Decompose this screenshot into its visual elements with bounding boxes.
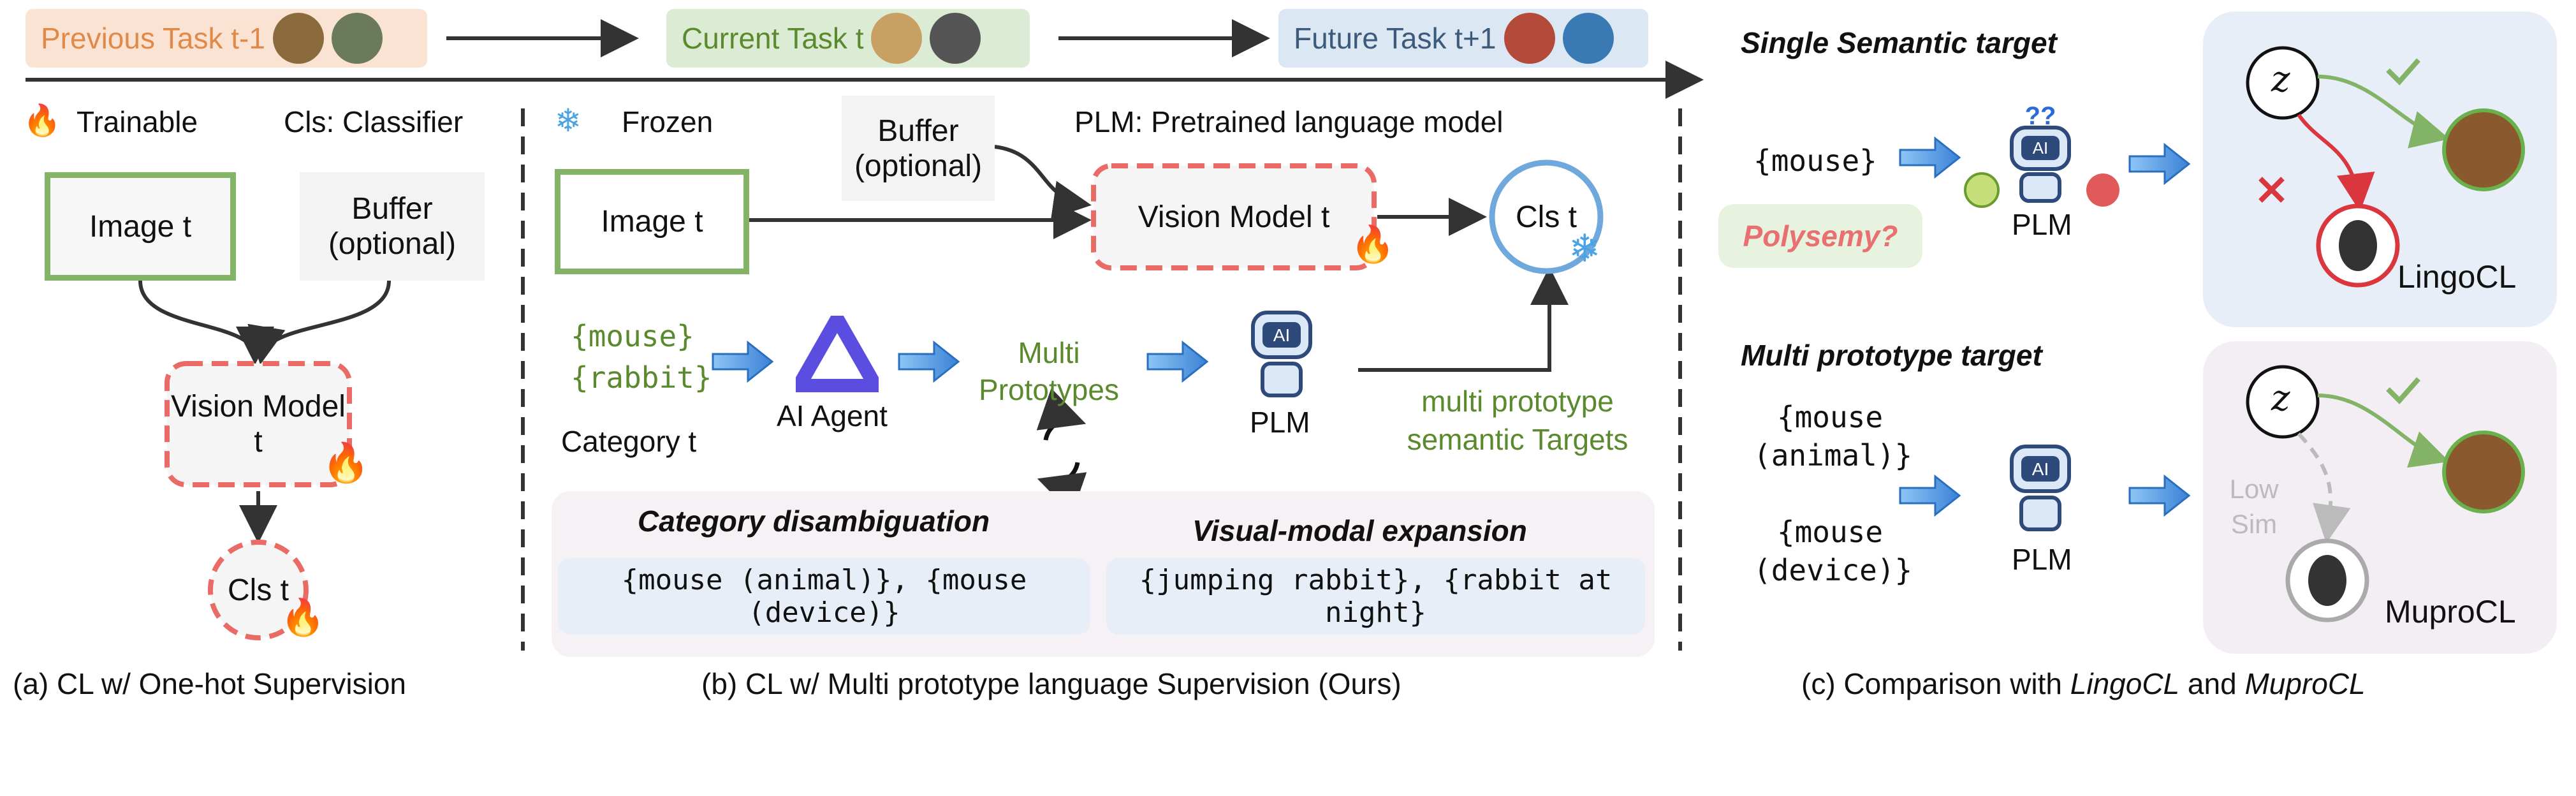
lingo-red-edge xyxy=(2297,114,2375,212)
b-vision-box-border xyxy=(1091,163,1377,270)
legend-trainable: Trainable xyxy=(77,105,198,138)
legend-cls: Cls: Classifier xyxy=(284,105,464,138)
c-caption: (c) Comparison with LingoCL and MuproCL xyxy=(1801,667,2366,701)
future-task-label: Future Task t+1 xyxy=(1294,22,1497,55)
svg-text:AI: AI xyxy=(2032,459,2049,479)
current-task-label: Current Task t xyxy=(682,22,864,55)
a-cls-border xyxy=(208,540,309,640)
b-disamb-title: Category disambiguation xyxy=(638,505,990,538)
b-cls-label: Cls t xyxy=(1516,200,1577,234)
b-rabbit-label: {rabbit} xyxy=(571,360,712,395)
a-vision-box-border xyxy=(165,361,352,487)
b-category-label: Category t xyxy=(561,425,697,458)
bird-thumb-icon xyxy=(1562,13,1614,64)
b-multi-label: Multi Prototypes xyxy=(979,336,1119,406)
c-caption-lingo: LingoCL xyxy=(2070,667,2180,700)
current-task-pill: Current Task t xyxy=(666,9,1030,68)
svg-text:AI: AI xyxy=(1273,325,1290,345)
c-plm-label: PLM xyxy=(2012,208,2072,241)
svg-text:AI: AI xyxy=(2033,138,2049,158)
c-mouse-device-label: {mouse (device)} xyxy=(1753,515,1913,587)
c-mupro-z-label: z xyxy=(2271,378,2290,419)
cross-icon xyxy=(2258,177,2285,203)
lingo-animal-node xyxy=(2442,108,2525,191)
legend-plm: PLM: Pretrained language model xyxy=(1074,105,1504,138)
refresh-icon-bottom xyxy=(1037,462,1087,515)
b-buffer-to-vision xyxy=(994,145,1092,219)
b-cls-border xyxy=(1489,159,1604,274)
lingo-z-node xyxy=(2246,46,2320,120)
c-caption-and: and xyxy=(2179,667,2245,700)
a-vision-box: Vision Model t xyxy=(171,390,346,459)
robot-plm-icon-single: ?? AI xyxy=(2002,102,2079,204)
b-expand-text: {jumping rabbit}, {rabbit at night} xyxy=(1106,558,1645,635)
a-image-to-vision xyxy=(138,280,274,365)
c-mouse-animal-label: {mouse (animal)} xyxy=(1753,400,1913,473)
a-buffer-to-vision xyxy=(247,280,391,365)
b-vision-fire-icon: 🔥 xyxy=(1350,224,1395,264)
check-icon-2 xyxy=(2386,377,2420,404)
lion-thumb-icon xyxy=(272,13,324,64)
mupro-grey-edge xyxy=(2297,432,2351,543)
b-agent-label: AI Agent xyxy=(777,399,888,432)
mouse-device-icon-2 xyxy=(2308,555,2346,606)
prev-task-pill: Previous Task t-1 xyxy=(26,9,427,68)
c-lingocl-label: LingoCL xyxy=(2397,259,2517,295)
mupro-animal-node xyxy=(2442,431,2525,513)
animal-thumb-icon xyxy=(331,13,383,64)
lingo-green-edge xyxy=(2317,75,2450,149)
scene-thumb-icon xyxy=(1504,13,1555,64)
check-badge-icon xyxy=(1964,172,2000,208)
check-icon xyxy=(2386,58,2420,85)
c-caption-prefix: (c) Comparison with xyxy=(1801,667,2070,700)
b-buffer-box: Buffer (optional) xyxy=(842,96,995,201)
cross-badge-icon xyxy=(2086,173,2119,207)
b-expand-title: Visual-modal expansion xyxy=(1192,514,1527,547)
robot-plm-icon: AI xyxy=(1243,306,1320,402)
c-caption-mupro: MuproCL xyxy=(2244,667,2366,700)
future-task-pill: Future Task t+1 xyxy=(1278,9,1648,68)
c-mouse-label: {mouse} xyxy=(1753,144,1877,178)
c-low-sim-label: Low Sim xyxy=(2229,474,2279,539)
fire-icon: 🔥 xyxy=(23,104,61,138)
b-plm-to-cls xyxy=(1358,267,1569,372)
b-cls-snowflake-icon: ❄ xyxy=(1569,227,1601,270)
snowflake-icon: ❄ xyxy=(555,103,582,138)
c-polysemy-badge: Polysemy? xyxy=(1718,204,1922,268)
a-caption: (a) CL w/ One-hot Supervision xyxy=(13,667,407,700)
c-multi-title: Multi prototype target xyxy=(1741,339,2042,372)
ai-agent-icon xyxy=(787,304,888,393)
mupro-z-node xyxy=(2246,365,2320,439)
a-buffer-box: Buffer (optional) xyxy=(300,172,485,281)
blue-arrows xyxy=(712,136,2191,517)
legend-frozen: Frozen xyxy=(622,105,714,138)
svg-text:??: ?? xyxy=(2025,105,2056,130)
robot-plm-icon-multi: AI xyxy=(2002,440,2079,536)
mupro-green-edge xyxy=(2317,394,2450,468)
c-lingo-z-label: z xyxy=(2271,59,2290,100)
c-plm2-label: PLM xyxy=(2012,543,2072,576)
a-cls-label: Cls t xyxy=(228,573,289,607)
refresh-icon-top xyxy=(1036,388,1087,441)
b-image-box: Image t xyxy=(555,169,749,274)
b-targets-label: multi prototype semantic Targets xyxy=(1407,385,1628,456)
a-image-box: Image t xyxy=(45,172,236,281)
b-plm-label: PLM xyxy=(1250,406,1310,439)
dog-thumb-icon xyxy=(871,13,923,64)
b-caption: (b) CL w/ Multi prototype language Super… xyxy=(701,667,1401,700)
b-vision-box: Vision Model t xyxy=(1138,200,1330,234)
a-cls-fire-icon: 🔥 xyxy=(281,597,325,637)
mouse-device-icon xyxy=(2339,220,2377,271)
c-muprocl-label: MuproCL xyxy=(2385,594,2516,630)
c-single-title: Single Semantic target xyxy=(1741,26,2057,59)
a-vision-fire-icon: 🔥 xyxy=(322,441,370,484)
wolf-thumb-icon xyxy=(930,13,981,64)
b-disamb-text: {mouse (animal)}, {mouse (device)} xyxy=(558,558,1090,635)
b-mouse-label: {mouse} xyxy=(571,319,694,353)
prev-task-label: Previous Task t-1 xyxy=(41,22,265,55)
